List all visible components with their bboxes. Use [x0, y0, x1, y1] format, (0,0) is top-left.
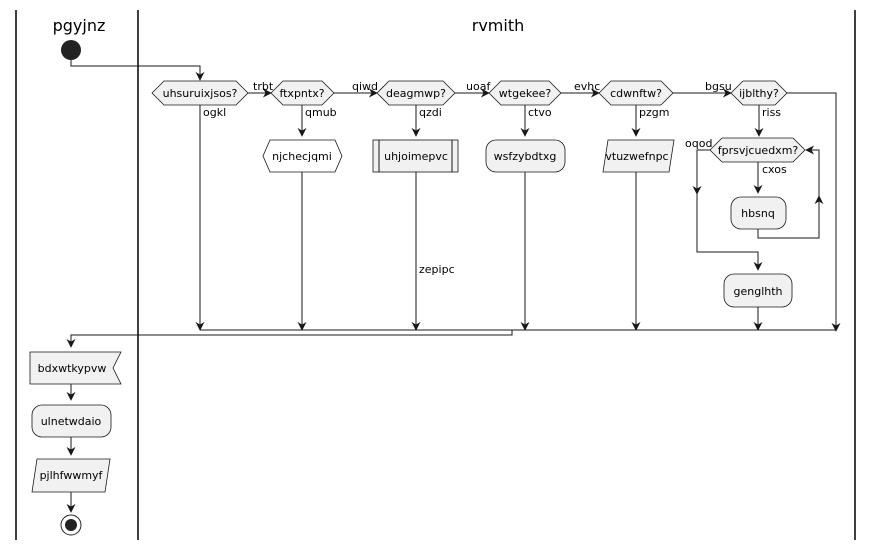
decision-label: fprsvjcuedxm? — [718, 144, 799, 157]
edge-label: qiwd — [352, 80, 378, 93]
parallelogram-label: vtuzwefnpc — [605, 150, 668, 163]
hexagon-node — [262, 139, 343, 173]
edge-label: uoaf — [466, 80, 491, 93]
edge-label: trbt — [253, 80, 274, 93]
edge-label: ogkl — [203, 106, 226, 119]
lane-title-left: pgyjnz — [53, 16, 106, 35]
edge-label: zepipc — [419, 263, 455, 276]
edge-loop-exit — [696, 194, 763, 271]
edge-label: bgsu — [705, 80, 732, 93]
edge-label: ctvo — [528, 106, 552, 119]
subprocess-label: uhjoimepvc — [384, 150, 448, 163]
hexagon-label: njchecjqmi — [272, 150, 332, 163]
edge-label: pzgm — [639, 106, 669, 119]
edge-label: riss — [762, 106, 781, 119]
edge-loop-back — [805, 145, 820, 196]
edge-start-to-d1 — [70, 60, 205, 81]
decision-label: cdwnftw? — [610, 87, 662, 100]
action-label: wsfzybdtxg — [494, 150, 557, 163]
edge-label: oqod — [685, 137, 712, 150]
end-node-inner — [65, 519, 77, 531]
flag-label: bdxwtkypvw — [38, 362, 107, 375]
edge-label: qzdi — [419, 106, 442, 119]
action-label: ulnetwdaio — [41, 415, 102, 428]
parallelogram-node-pjlhfwwmyf — [31, 458, 111, 493]
decision-label: uhsuruixjsos? — [163, 87, 238, 100]
decision-label: deagmwp? — [386, 87, 446, 100]
edge-label: cxos — [762, 163, 787, 176]
flag-node — [29, 351, 122, 385]
decision-label: wtgekee? — [499, 87, 552, 100]
parallelogram-node — [602, 139, 675, 173]
edge-label: qmub — [305, 106, 337, 119]
parallelogram-label: pjlhfwwmyf — [40, 469, 104, 482]
action-label: genglhth — [733, 285, 782, 298]
decision-label: ijblthy? — [739, 87, 779, 100]
decision-fprsvjcuedxm — [709, 137, 806, 163]
subprocess-node — [372, 139, 459, 173]
decision-label: ftxpntx? — [279, 87, 324, 100]
edge-d7-left — [692, 149, 710, 195]
loop-action-label: hbsnq — [741, 207, 775, 220]
edge-merge-to-left — [66, 330, 513, 348]
edge-loop-up — [757, 195, 824, 239]
edge-d6-right — [787, 92, 841, 332]
edge-label: evhc — [574, 80, 600, 93]
start-node — [61, 40, 81, 60]
lane-title-right: rvmith — [472, 16, 525, 35]
